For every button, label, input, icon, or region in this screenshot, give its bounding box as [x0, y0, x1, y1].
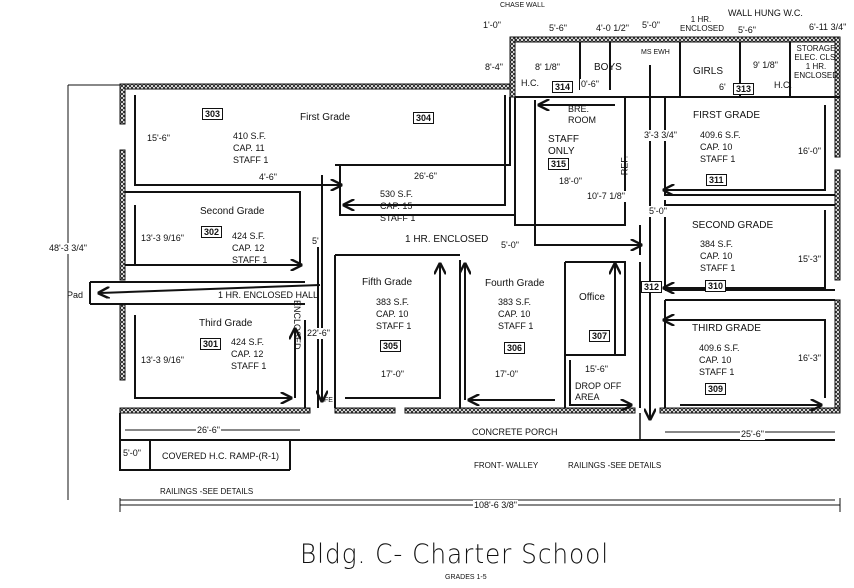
exit-route-arrows	[100, 65, 826, 418]
drawing-subtitle: GRADES 1-5	[445, 574, 487, 581]
dimension: 22'-6"	[306, 328, 331, 339]
dimension: 13'-3 9/16"	[140, 233, 185, 244]
room-name: Fifth Grade	[362, 277, 413, 288]
hall-label: 1 HR. Enclosed Hall	[218, 290, 319, 300]
overall-depth-dimension: 48'-3 3/4"	[48, 243, 88, 254]
dimension: 5'-0"	[500, 240, 520, 251]
dimension: 15'-3"	[797, 254, 822, 265]
dimension: 0'-6"	[580, 79, 600, 90]
dimension: 4'-6"	[258, 172, 278, 183]
dimension: 8'-4"	[484, 62, 504, 73]
dimension: 13'-3 9/16"	[140, 355, 185, 366]
room-number: 309	[705, 383, 727, 395]
dimension: 5'-0"	[641, 20, 661, 31]
room-name: First Grade	[693, 110, 761, 121]
room-name: Boys	[594, 62, 622, 73]
room-number: 305	[380, 340, 402, 352]
dimension: 9' 1/8"	[752, 60, 779, 71]
room-number: 314	[552, 81, 574, 93]
porch-label: Concrete Porch	[472, 427, 558, 437]
room-number: 310	[705, 280, 727, 292]
ramp-label: Covered H.C. Ramp-(R-1)	[162, 451, 280, 461]
dimension: 15'-6"	[584, 364, 609, 375]
room-number: 306	[504, 342, 526, 354]
dimension: 8' 1/8"	[534, 62, 561, 73]
room-number: 313	[733, 83, 755, 95]
railings-note: Railings -See Details	[568, 461, 662, 470]
storage-label: Storage Elec. Cls. 1 HR. Enclosed	[793, 44, 838, 80]
dimension: 5'-6"	[548, 23, 568, 34]
front-label: Front- Walley	[474, 461, 539, 470]
room-number: 303	[202, 108, 224, 120]
dimension: 26'-6"	[196, 425, 221, 436]
dimension: 5'	[311, 236, 320, 247]
room-number: 312	[641, 281, 663, 293]
chase-wall-label: Chase Wall	[500, 2, 545, 9]
enclosed-label: 1 HR. Enclosed	[680, 15, 725, 33]
dimension: 17'-0"	[494, 369, 519, 380]
dimension: 5'-0"	[648, 206, 668, 217]
room-number: 307	[589, 330, 611, 342]
room-name: Girls	[693, 66, 724, 77]
dimension: 1'-0"	[482, 20, 502, 31]
drawing-title: Bldg. C- Charter School	[300, 539, 610, 570]
room-number: 304	[413, 112, 435, 124]
dimension: 5'-0"	[122, 448, 142, 459]
dimension: 17'-0"	[380, 369, 405, 380]
room-name: Fourth Grade	[485, 278, 545, 289]
dimension: 10'-7 1/8"	[586, 191, 626, 202]
corridor-label: Enclosed	[292, 300, 302, 350]
dimension: 18'-0"	[558, 176, 583, 187]
room-name: Office	[579, 292, 605, 303]
dimension: 6'	[718, 82, 727, 93]
room-number: 315	[548, 158, 570, 170]
ref-label: Ref.	[619, 155, 630, 176]
dimension: 25'-6"	[740, 429, 765, 440]
railings-note: Railings -See Details	[160, 487, 254, 496]
room-number: 302	[201, 226, 223, 238]
pad-label: Pad	[67, 290, 84, 300]
hc-label: H.C.	[521, 78, 539, 88]
room-name: Staff Only	[548, 134, 579, 157]
room-number: 301	[200, 338, 222, 350]
wall-hung-label: Wall Hung W.C.	[728, 8, 803, 18]
room-name: Third Grade	[199, 318, 253, 329]
dimension: 4'-0 1/2"	[595, 23, 630, 34]
dimension: 3'-3 3/4"	[643, 130, 678, 141]
dimension: 16'-0"	[797, 146, 822, 157]
room-name: Third Grade	[692, 323, 761, 334]
dimension: 26'-6"	[413, 171, 438, 182]
room-name: First Grade	[300, 112, 351, 123]
dimension: 16'-3"	[797, 353, 822, 364]
room-name: Second Grade	[200, 206, 265, 217]
ms-ewh-label: MS EWH	[641, 49, 670, 56]
dimension: 5'-6"	[737, 25, 757, 36]
hc-label: H.C.	[774, 80, 792, 90]
hall-label: 1 HR. Enclosed	[405, 234, 489, 245]
room-name: Second Grade	[692, 220, 774, 231]
dimension: 6'-11 3/4"	[808, 22, 848, 33]
room-number: 311	[706, 174, 727, 186]
drop-off-label: Drop Off Area	[575, 381, 622, 402]
fe-label: FE	[324, 397, 333, 404]
dimension: 15'-6"	[146, 133, 171, 144]
break-room-label: Bre. Room	[568, 104, 596, 125]
overall-width-dimension: 108'-6 3/8"	[473, 500, 518, 511]
